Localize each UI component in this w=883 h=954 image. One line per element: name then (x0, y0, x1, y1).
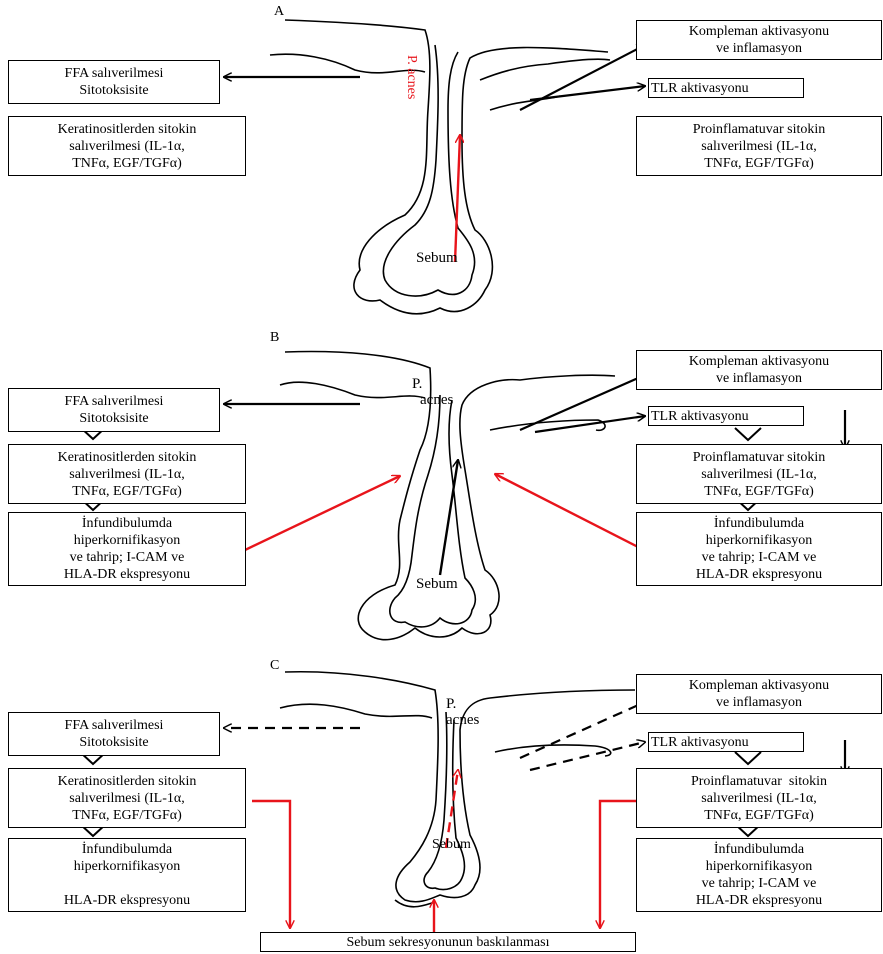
chevron-c-3 (735, 752, 761, 764)
arrow-a-keratinocyte (455, 135, 460, 262)
sebum-label-c: Sebum (432, 836, 471, 853)
tlr-box-c: TLR aktivasyonu (648, 732, 804, 752)
infundibulum-line: İnfundibulumda (82, 515, 172, 532)
complement-box-c: Kompleman aktivasyonu ve inflamasyon (636, 674, 882, 714)
arrow-a-tlr (530, 86, 645, 100)
tlr-line: TLR aktivasyonu (651, 80, 749, 97)
infundibulum-box-c-left: İnfundibulumda hiperkornifikasyon HLA-DR… (8, 838, 246, 912)
ffa-line: Sitotoksisite (79, 410, 148, 427)
keratinocyte-box-c: Keratinositlerden sitokin salıverilmesi … (8, 768, 246, 828)
infundibulum-line: HLA-DR ekspresyonu (696, 566, 822, 583)
keratinocyte-box-b: Keratinositlerden sitokin salıverilmesi … (8, 444, 246, 504)
proinflammatory-line: TNFα, EGF/TGFα) (704, 483, 814, 500)
arrow-b-tlr (535, 416, 645, 432)
complement-line: ve inflamasyon (716, 40, 802, 57)
infundibulum-line: HLA-DR ekspresyonu (696, 892, 822, 909)
tlr-line: TLR aktivasyonu (651, 734, 749, 751)
chevron-b-3 (735, 428, 761, 440)
complement-box-b: Kompleman aktivasyonu ve inflamasyon (636, 350, 882, 390)
infundibulum-line: hiperkornifikasyon (74, 858, 181, 875)
ffa-box-c: FFA salıverilmesi Sitotoksisite (8, 712, 220, 756)
ffa-line: Sitotoksisite (79, 82, 148, 99)
arrow-c-complement (520, 702, 645, 758)
arrow-b-sebum (440, 460, 458, 575)
infundibulum-line: İnfundibulumda (714, 841, 804, 858)
proinflammatory-box-b: Proinflamatuvar sitokin salıverilmesi (I… (636, 444, 882, 504)
complement-line: Kompleman aktivasyonu (689, 677, 829, 694)
proinflammatory-line: Proinflamatuvar sitokin (691, 773, 827, 790)
keratinocyte-line: salıverilmesi (IL-1α, (69, 138, 184, 155)
panel-letter-b: B (270, 330, 279, 346)
arrow-b-red-left (245, 476, 400, 550)
proinflammatory-line: TNFα, EGF/TGFα) (704, 807, 814, 824)
bacteria-label-c-line2: acnes (446, 712, 479, 729)
keratinocyte-line: salıverilmesi (IL-1α, (69, 790, 184, 807)
infundibulum-line: ve tahrip; I-CAM ve (702, 875, 817, 892)
complement-line: Kompleman aktivasyonu (689, 23, 829, 40)
arrow-a-complement (520, 45, 645, 110)
ffa-line: FFA salıverilmesi (65, 65, 164, 82)
keratinocyte-line: Keratinositlerden sitokin (58, 449, 197, 466)
infundibulum-line: HLA-DR ekspresyonu (64, 566, 190, 583)
sebum-suppression-box: Sebum sekresyonunun baskılanması (260, 932, 636, 952)
infundibulum-line: HLA-DR ekspresyonu (64, 892, 190, 909)
complement-line: Kompleman aktivasyonu (689, 353, 829, 370)
tlr-box-b: TLR aktivasyonu (648, 406, 804, 426)
tlr-box-a: TLR aktivasyonu (648, 78, 804, 98)
proinflammatory-line: Proinflamatuvar sitokin (693, 121, 826, 138)
complement-line: ve inflamasyon (716, 694, 802, 711)
tlr-line: TLR aktivasyonu (651, 408, 749, 425)
arrow-b-red-right (495, 474, 640, 548)
complement-line: ve inflamasyon (716, 370, 802, 387)
keratinocyte-line: TNFα, EGF/TGFα) (72, 483, 182, 500)
follicle-c (280, 672, 635, 907)
infundibulum-box-c-right: İnfundibulumda hiperkornifikasyon ve tah… (636, 838, 882, 912)
ffa-box-b: FFA salıverilmesi Sitotoksisite (8, 388, 220, 432)
proinflammatory-line: salıverilmesi (IL-1α, (701, 138, 816, 155)
sebum-suppression-text: Sebum sekresyonunun baskılanması (347, 934, 550, 951)
infundibulum-line: İnfundibulumda (82, 841, 172, 858)
infundibulum-box-b-right: İnfundibulumda hiperkornifikasyon ve tah… (636, 512, 882, 586)
bacteria-label-c-line1: P. (446, 696, 456, 713)
sebum-label-a: Sebum (416, 250, 458, 267)
infundibulum-line: hiperkornifikasyon (706, 858, 813, 875)
follicle-a (270, 20, 610, 314)
keratinocyte-line: Keratinositlerden sitokin (58, 121, 197, 138)
bacteria-label-b-line2: acnes (420, 392, 453, 409)
panel-letter-c: C (270, 658, 279, 674)
infundibulum-box-b-left: İnfundibulumda hiperkornifikasyon ve tah… (8, 512, 246, 586)
proinflammatory-line: TNFα, EGF/TGFα) (704, 155, 814, 172)
keratinocyte-box-a: Keratinositlerden sitokin salıverilmesi … (8, 116, 246, 176)
infundibulum-line: hiperkornifikasyon (706, 532, 813, 549)
infundibulum-line: İnfundibulumda (714, 515, 804, 532)
infundibulum-line: ve tahrip; I-CAM ve (702, 549, 817, 566)
keratinocyte-line: salıverilmesi (IL-1α, (69, 466, 184, 483)
panel-letter-a: A (274, 4, 284, 20)
proinflammatory-line: Proinflamatuvar sitokin (693, 449, 826, 466)
keratinocyte-line: TNFα, EGF/TGFα) (72, 807, 182, 824)
ffa-line: FFA salıverilmesi (65, 717, 164, 734)
proinflammatory-line: salıverilmesi (IL-1α, (701, 790, 816, 807)
proinflammatory-line: salıverilmesi (IL-1α, (701, 466, 816, 483)
ffa-box-a: FFA salıverilmesi Sitotoksisite (8, 60, 220, 104)
ffa-line: FFA salıverilmesi (65, 393, 164, 410)
bacteria-label-a: P. acnes (403, 55, 420, 99)
sebum-label-b: Sebum (416, 576, 458, 593)
arrow-c-left-bracket (252, 801, 290, 928)
proinflammatory-box-c: Proinflamatuvar sitokin salıverilmesi (I… (636, 768, 882, 828)
ffa-line: Sitotoksisite (79, 734, 148, 751)
arrow-c-right-bracket (600, 801, 640, 928)
complement-box-a: Kompleman aktivasyonu ve inflamasyon (636, 20, 882, 60)
keratinocyte-line: Keratinositlerden sitokin (58, 773, 197, 790)
arrow-b-complement (520, 375, 645, 430)
bacteria-label-b-line1: P. (412, 376, 422, 393)
infundibulum-line: ve tahrip; I-CAM ve (70, 549, 185, 566)
keratinocyte-line: TNFα, EGF/TGFα) (72, 155, 182, 172)
proinflammatory-box-a: Proinflamatuvar sitokin salıverilmesi (I… (636, 116, 882, 176)
infundibulum-line: hiperkornifikasyon (74, 532, 181, 549)
